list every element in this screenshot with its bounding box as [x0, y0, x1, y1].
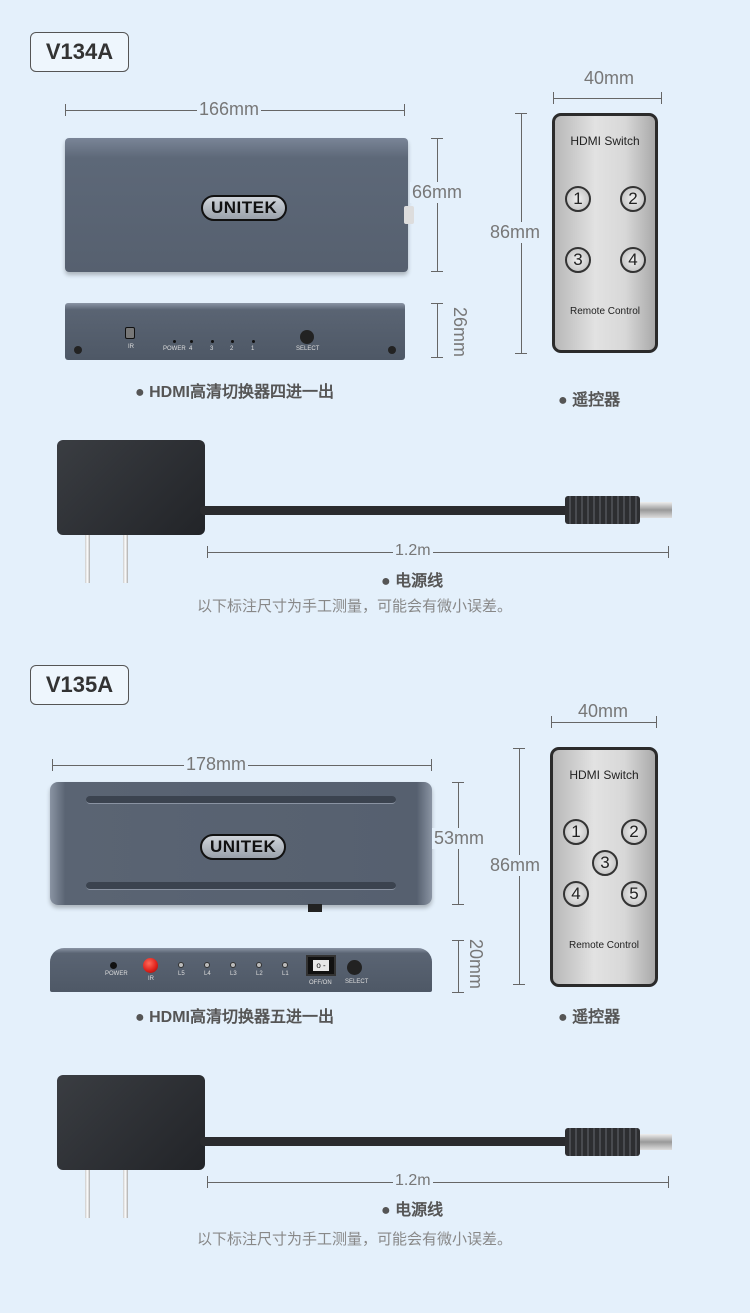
depth-dimension-line: [452, 940, 464, 993]
port-label: L1: [282, 971, 289, 977]
remote-caption-text: 遥控器: [572, 392, 621, 409]
remote-width-dimension: 40mm: [576, 701, 631, 722]
depth-dimension-line: [431, 303, 443, 358]
power-label: POWER: [163, 346, 186, 352]
cable-caption-text: 电源线: [395, 1202, 444, 1219]
measurement-note: 以下标注尺寸为手工测量，可能会有微小误差。: [197, 598, 513, 615]
select-label: SELECT: [296, 346, 320, 352]
device-caption: ● HDMI高清切换器四进一出: [135, 384, 334, 401]
brand-logo: UNITEK: [201, 195, 288, 221]
height-dimension-line: [431, 138, 443, 272]
device-caption-text: HDMI高清切换器四进一出: [149, 384, 334, 401]
remote-caption: ● 遥控器: [558, 1009, 621, 1026]
remote-footer: Remote Control: [568, 940, 640, 951]
ir-label: IR: [128, 344, 134, 350]
remote-button: 5: [621, 881, 647, 907]
measurement-note: 以下标注尺寸为手工测量，可能会有微小误差。: [197, 1231, 513, 1248]
port-label: 3: [210, 346, 214, 352]
brand-logo: UNITEK: [200, 834, 287, 860]
select-button-icon: [347, 960, 362, 975]
switch-top-view: UNITEK: [50, 782, 432, 912]
remote-control: HDMI Switch 1 2 3 4 5 Remote Control: [550, 747, 658, 987]
cable-caption: ● 电源线: [381, 573, 444, 590]
port-label: 2: [230, 346, 234, 352]
ir-sensor-icon: [143, 958, 158, 973]
height-dimension: 53mm: [432, 828, 487, 849]
remote-caption: ● 遥控器: [558, 392, 621, 409]
port-label: L3: [230, 971, 237, 977]
switch-label: OFF/ON: [309, 980, 332, 986]
select-button-icon: [300, 330, 314, 344]
remote-title: HDMI Switch: [570, 134, 640, 148]
device-caption: ● HDMI高清切换器五进一出: [135, 1009, 334, 1026]
switch-front-view: IR POWER 4 3 2 1 SELECT: [65, 303, 405, 360]
ir-label: IR: [148, 976, 154, 982]
cable-caption-text: 电源线: [395, 573, 444, 590]
remote-height-dimension: 86mm: [488, 855, 543, 876]
device-caption-text: HDMI高清切换器五进一出: [149, 1009, 334, 1026]
remote-button: 3: [565, 247, 591, 273]
remote-width-line: [551, 716, 657, 728]
remote-button: 1: [563, 819, 589, 845]
cable-length: 1.2m: [393, 542, 433, 560]
depth-dimension: 20mm: [465, 937, 486, 992]
width-dimension: 166mm: [197, 99, 262, 120]
remote-title: HDMI Switch: [569, 768, 639, 782]
height-dimension: 66mm: [410, 182, 465, 203]
remote-button: 2: [621, 819, 647, 845]
select-label: SELECT: [345, 979, 369, 985]
ir-sensor-icon: [125, 327, 135, 339]
cable-caption: ● 电源线: [381, 1202, 444, 1219]
remote-button: 2: [620, 186, 646, 212]
cable-length-line: [207, 546, 669, 558]
port-label: L5: [178, 971, 185, 977]
remote-height-dimension: 86mm: [488, 222, 543, 243]
port-label: 1: [251, 346, 255, 352]
remote-button: 1: [565, 186, 591, 212]
model-label: V135A: [30, 665, 129, 705]
port-label: L2: [256, 971, 263, 977]
remote-footer: Remote Control: [569, 306, 641, 317]
model-label: V134A: [30, 32, 129, 72]
depth-dimension: 26mm: [449, 305, 470, 360]
remote-button: 3: [592, 850, 618, 876]
remote-width-dimension: 40mm: [582, 68, 637, 89]
cable-length: 1.2m: [393, 1172, 433, 1190]
port-label: 4: [189, 346, 193, 352]
switch-top-view: UNITEK: [65, 138, 414, 272]
remote-button: 4: [563, 881, 589, 907]
remote-button: 4: [620, 247, 646, 273]
cable-length-line: [207, 1176, 669, 1188]
remote-caption-text: 遥控器: [572, 1009, 621, 1026]
switch-front-view: POWER IR L5 L4 L3 L2 L1 o - OFF/ON SELEC…: [50, 948, 432, 992]
power-label: POWER: [105, 971, 128, 977]
remote-width-line: [553, 92, 662, 104]
power-switch-icon: o -: [306, 955, 336, 976]
port-label: L4: [204, 971, 211, 977]
width-dimension: 178mm: [184, 754, 249, 775]
remote-control: HDMI Switch 1 2 3 4 Remote Control: [552, 113, 658, 353]
